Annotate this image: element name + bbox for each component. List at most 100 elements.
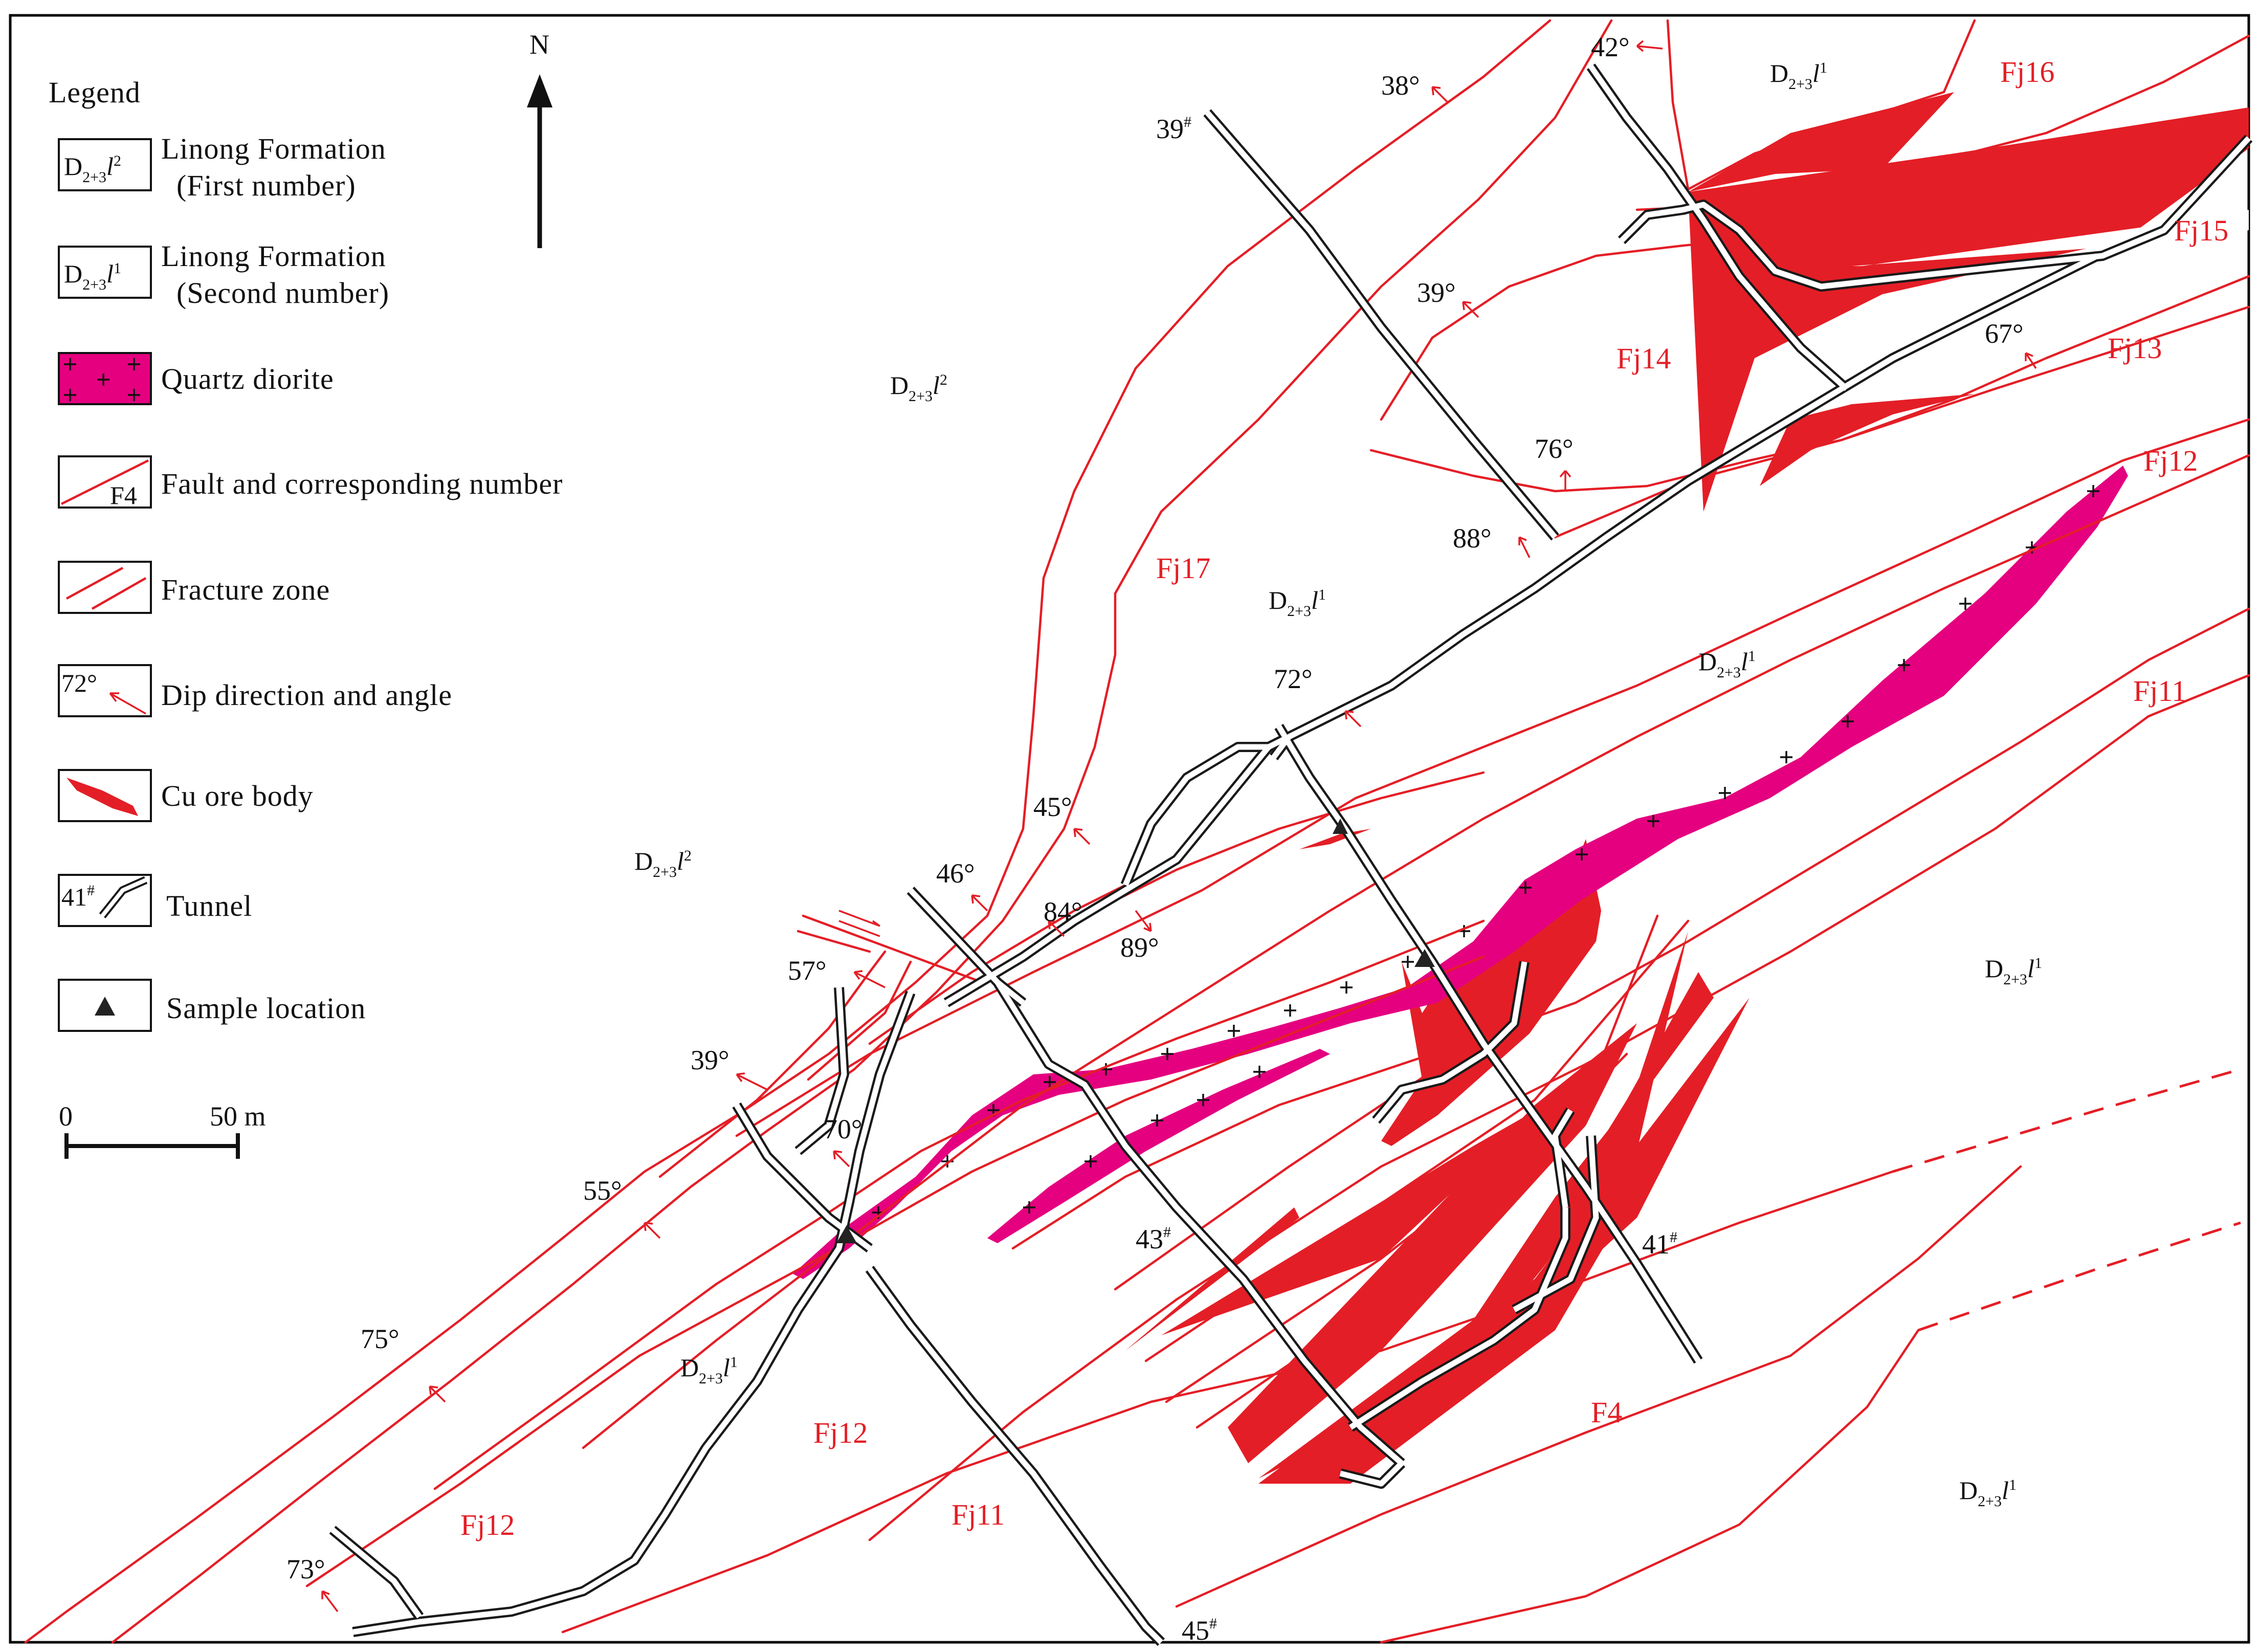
fault-label: Fj15 xyxy=(2174,214,2228,247)
legend-sample-marker xyxy=(95,997,115,1016)
dip-label: 39° xyxy=(1417,277,1456,308)
dip-label: 38° xyxy=(1381,70,1420,101)
formation-label: D2+3l2 xyxy=(890,371,947,405)
scale-line xyxy=(64,1133,240,1159)
dip-label: 45° xyxy=(1033,791,1072,822)
dip-label: 72° xyxy=(1274,664,1313,694)
formation-label: D2+3l1 xyxy=(1985,954,2042,988)
fault-arc-39 xyxy=(1380,218,2048,421)
diorite-secondary xyxy=(987,1049,1330,1243)
formation-label: D2+3l1 xyxy=(1959,1476,2017,1510)
sample-marker xyxy=(1414,949,1435,967)
dip-label: 84° xyxy=(1044,896,1082,927)
fault-fracture-3 xyxy=(1165,914,1659,1403)
fault-labels: Fj16 Fj15 Fj14 Fj13 Fj12 Fj17 Fj11 Fj12 … xyxy=(460,55,2228,1541)
fault-label: Fj17 xyxy=(1156,552,1210,585)
legend-label-sample: Sample location xyxy=(166,992,366,1025)
scale-end-label: 50 m xyxy=(210,1101,266,1132)
diorite-main xyxy=(793,466,2128,1279)
legend-item-tunnel: 41# Tunnel xyxy=(58,874,252,927)
tunnel-label: 41# xyxy=(1642,1229,1677,1260)
dip-tick xyxy=(736,1072,768,1091)
dip-label: 46° xyxy=(936,858,975,889)
legend-swatch-linong-l1 xyxy=(58,246,152,299)
legend-item-linong-l2: D2+3l2 Linong Formation (First number) xyxy=(58,132,386,202)
sample-marker xyxy=(1333,819,1348,834)
dip-label: 39° xyxy=(691,1045,729,1075)
legend-swatch-fracture-zone xyxy=(58,561,152,614)
legend-code-fault: F4 xyxy=(110,481,137,510)
dip-tick xyxy=(1559,470,1571,491)
fault-label: Fj16 xyxy=(2000,55,2054,89)
dip-tick xyxy=(429,1385,446,1403)
fault-label: Fj11 xyxy=(951,1498,1005,1531)
legend-label-linong-l2: Linong Formation xyxy=(161,132,386,165)
dip-label: 73° xyxy=(286,1554,325,1584)
legend-label-dip: Dip direction and angle xyxy=(161,678,452,712)
dip-tick xyxy=(833,1150,850,1168)
legend-item-sample: Sample location xyxy=(58,979,366,1032)
fault-fj12-south xyxy=(433,919,1485,1490)
ore-body-south-3 xyxy=(1228,1023,1637,1463)
ore-gap xyxy=(1852,210,2249,266)
fault-fj11 xyxy=(868,674,2250,1541)
dip-label: 70° xyxy=(824,1114,862,1144)
fault-57 xyxy=(802,914,984,984)
formation-labels: D2+3l1 D2+3l2 D2+3l1 D2+3l1 D2+3l2 D2+3l… xyxy=(634,59,2042,1510)
dip-label: 89° xyxy=(1120,932,1159,963)
dip-label: 42° xyxy=(1591,32,1630,62)
dip-tick xyxy=(644,1222,661,1239)
fault-south-1 xyxy=(305,955,1485,1588)
legend: Legend D2+3l2 Linong Formation (First nu… xyxy=(49,76,563,1032)
ore-body-north-upper xyxy=(1688,92,1954,192)
ore-body-north xyxy=(1688,107,2249,512)
dip-label: 88° xyxy=(1453,523,1492,554)
dip-ticks xyxy=(321,40,2037,1613)
sample-marker xyxy=(836,1225,857,1243)
dip-tick xyxy=(321,1590,339,1613)
dip-label: 67° xyxy=(1985,318,2024,349)
fault-label: Fj12 xyxy=(813,1416,868,1449)
dip-tick xyxy=(1135,910,1152,932)
dip-tick xyxy=(1344,710,1362,728)
fault-39-west xyxy=(658,950,887,1178)
legend-item-dip: 72° Dip direction and angle xyxy=(58,664,452,717)
fault-fj11-south xyxy=(1175,1165,2022,1608)
dip-tick xyxy=(1518,536,1531,558)
tunnel-labels: 39# 43# 41# 45# xyxy=(1136,114,1677,1646)
ore-body-south-2 xyxy=(1161,1105,1545,1335)
tunnel-label: 39# xyxy=(1156,114,1191,144)
north-arrow: N xyxy=(527,29,552,248)
fault-label: Fj14 xyxy=(1616,342,1671,375)
legend-label-fault: Fault and corresponding number xyxy=(161,467,563,500)
fault-west-a xyxy=(807,960,912,1081)
legend-item-linong-l1: D2+3l1 Linong Formation (Second number) xyxy=(58,239,389,310)
legend-code-tunnel: 41# xyxy=(61,882,95,911)
ore-body-north-lower xyxy=(1760,394,1975,486)
fault-89 xyxy=(1073,771,1485,922)
fault-f4-dash xyxy=(1892,1068,2241,1173)
fault-south-2 xyxy=(1380,1329,1920,1644)
map-frame xyxy=(9,14,2250,1644)
dip-tick xyxy=(1431,86,1449,103)
ore-body-south-1 xyxy=(1125,1207,1299,1351)
dip-tick xyxy=(2025,352,2037,369)
dip-tick xyxy=(1048,920,1065,937)
fault-label: Fj11 xyxy=(2133,674,2186,708)
fault-fj15 xyxy=(1635,34,2250,211)
sample-locations xyxy=(836,819,1435,1243)
dip-labels: 42° 38° 39° 67° 76° 88° 72° 45° 46° 84° … xyxy=(286,32,2024,1584)
legend-diorite-crosses xyxy=(64,358,140,401)
legend-label-fracture-zone: Fracture zone xyxy=(161,573,330,606)
north-arrow-head xyxy=(527,74,552,107)
fault-fj12-north xyxy=(735,418,2250,1137)
dip-label: 57° xyxy=(788,955,827,986)
dip-tick xyxy=(1073,828,1091,845)
legend-fault-line xyxy=(60,459,149,505)
fault-fj17-west xyxy=(24,19,1552,1644)
formation-label: D2+3l2 xyxy=(634,847,692,880)
legend-fracture-line-2 xyxy=(91,577,147,610)
fault-label: Fj12 xyxy=(2143,444,2198,477)
fault-57-b xyxy=(796,930,871,953)
fault-label: F4 xyxy=(1591,1396,1622,1429)
